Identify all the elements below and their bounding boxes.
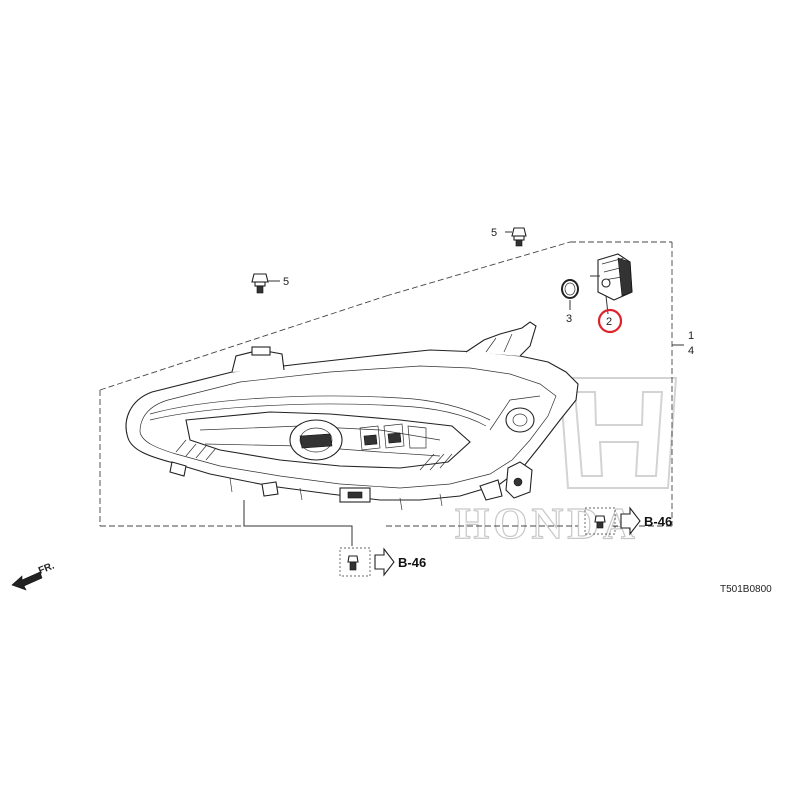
bottom-reference: B-46: [243, 500, 426, 577]
front-direction-indicator: FR.: [11, 560, 56, 591]
headlight-assembly: [125, 321, 579, 511]
bolt-top: 5: [491, 227, 527, 247]
bolt-left: 5: [251, 273, 289, 294]
assembly-callouts: 1 4: [672, 330, 694, 357]
arrow-front-icon: [11, 571, 43, 591]
honda-watermark: HONDA: [454, 377, 678, 549]
motor-callout-highlight: 2: [597, 308, 623, 334]
gasket-ring: 3: [561, 279, 579, 325]
leveling-motor: [590, 253, 633, 315]
right-reference: B-46: [584, 506, 672, 536]
watermark-text: HONDA: [455, 499, 639, 548]
arrow-right-icon: [374, 547, 395, 577]
direction-label: FR.: [37, 560, 56, 576]
callout-5-top: 5: [491, 227, 497, 239]
callout-1: 1: [688, 330, 694, 342]
honda-h-logo-icon: [558, 377, 678, 489]
callout-5-left: 5: [283, 276, 289, 288]
callout-2: 2: [606, 316, 612, 328]
callout-3: 3: [566, 313, 572, 325]
ref-label-bottom: B-46: [398, 555, 426, 570]
ref-label-right: B-46: [644, 514, 672, 529]
diagram-code: T501B0800: [720, 584, 772, 595]
callout-4: 4: [688, 345, 694, 357]
arrow-right-icon: [620, 506, 641, 536]
